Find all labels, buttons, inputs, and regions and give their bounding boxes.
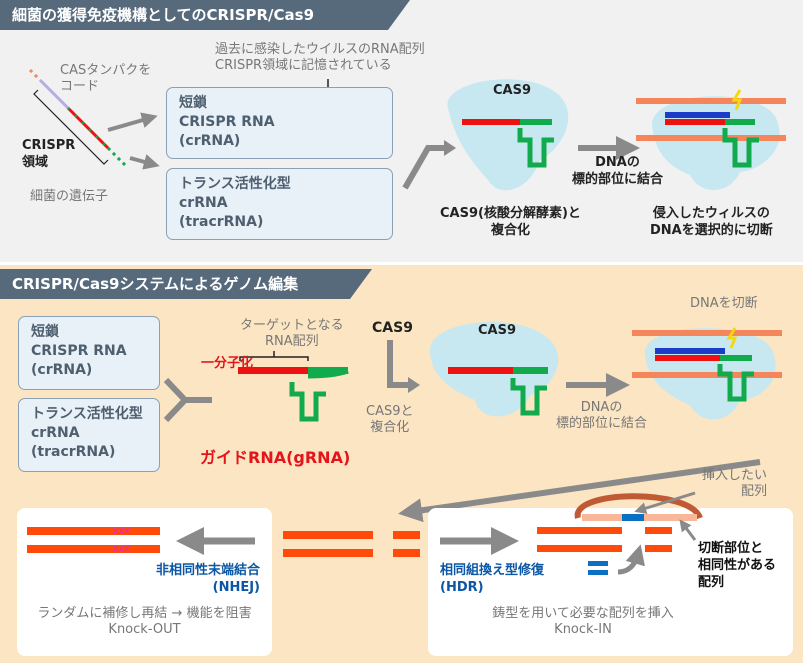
bacterial-gene-label: 細菌の遺伝子 bbox=[30, 189, 109, 204]
target-bracket bbox=[239, 351, 309, 361]
complex-label-2: CAS9と複合化 bbox=[366, 404, 414, 435]
complex-label: CAS9(核酸分解酵素)と複合化 bbox=[440, 206, 581, 238]
arrow-to-tracrrna bbox=[129, 154, 160, 170]
bind-label-2: DNAの標的部位に結合 bbox=[556, 400, 648, 431]
merge-arrow-1 bbox=[402, 145, 446, 190]
grna-label: ガイドRNA(gRNA) bbox=[200, 448, 351, 467]
cas9-label: CAS9 bbox=[493, 83, 532, 98]
insert-label: 挿入したい配列 bbox=[702, 468, 768, 499]
section2-title: CRISPR/Cas9システムによるゲノム編集 bbox=[0, 269, 372, 299]
cut-spark-icon bbox=[726, 327, 738, 349]
donor-template bbox=[574, 493, 703, 520]
nhej-title: 非相同性末端結合(NHEJ) bbox=[155, 563, 260, 595]
homology-label: 切断部位と相同性がある配列 bbox=[698, 541, 777, 590]
crispr-gene-strand bbox=[28, 68, 128, 168]
grna-shape bbox=[289, 382, 326, 422]
cas9-side-label: CAS9 bbox=[372, 320, 413, 336]
section1-title: 細菌の獲得免疫機構としてのCRISPR/Cas9 bbox=[0, 0, 410, 30]
arrow-to-repair bbox=[398, 459, 761, 523]
unify-label: 一分子化 bbox=[201, 356, 254, 371]
arrow-complex-2 bbox=[387, 340, 410, 388]
svg-text:XXX: XXX bbox=[113, 545, 130, 554]
cut-label-2: DNAを切断 bbox=[690, 296, 758, 311]
cut-spark-icon bbox=[731, 89, 743, 111]
cas-code-label: CASタンパクをコード bbox=[60, 63, 152, 94]
arrow-to-crrna bbox=[107, 112, 158, 132]
hdr-title: 相同組換え型修復(HDR) bbox=[440, 563, 545, 595]
svg-text:XXX: XXX bbox=[113, 527, 130, 536]
cas9-blob-label: CAS9 bbox=[478, 323, 517, 338]
bind-label: DNAの標的部位に結合 bbox=[572, 155, 664, 187]
merge-arrow-2 bbox=[163, 377, 212, 423]
